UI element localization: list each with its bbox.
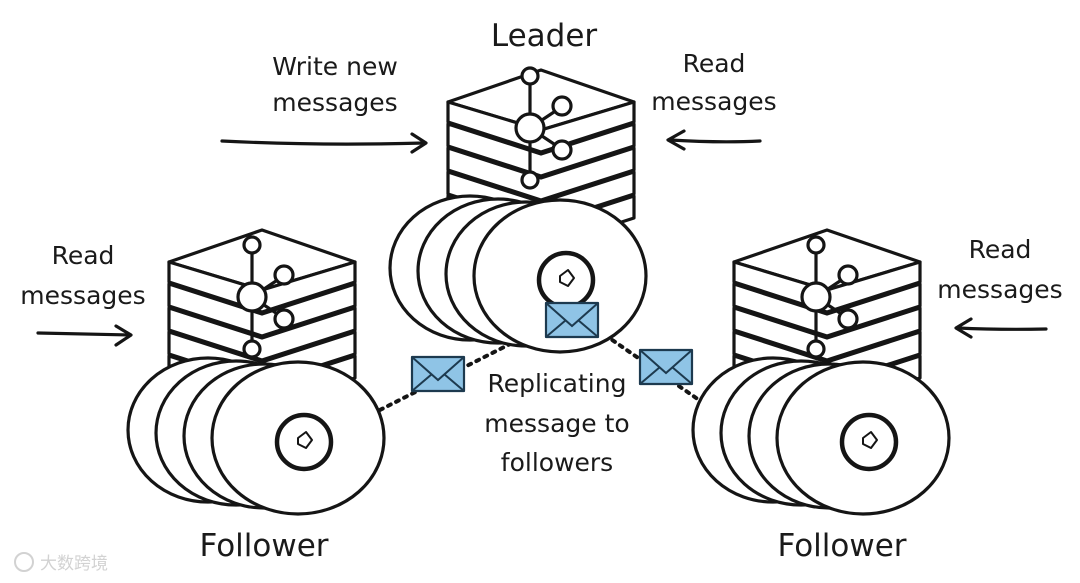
disk-stack-icon xyxy=(390,196,646,352)
leader-read-label-line2: messages xyxy=(651,87,776,116)
replicating-label-line3: followers xyxy=(501,448,613,477)
right-read-label-line1: Read xyxy=(969,235,1032,264)
replicating-label-line1: Replicating xyxy=(488,369,627,398)
watermark-logo-icon xyxy=(14,552,34,572)
follower-left-title: Follower xyxy=(199,528,328,564)
follower-right-title: Follower xyxy=(777,528,906,564)
write-label-line2: messages xyxy=(272,88,397,117)
envelope-icon xyxy=(638,348,694,386)
replication-link-left xyxy=(370,341,514,416)
follower-node-left xyxy=(128,228,384,514)
envelope-icon xyxy=(410,355,466,393)
disk-stack-icon xyxy=(128,358,384,514)
leader-read-label-line1: Read xyxy=(683,49,746,78)
right-read-label-line2: messages xyxy=(937,275,1062,304)
watermark-text: 大数跨境 xyxy=(40,554,108,574)
replicating-label-line2: message to xyxy=(484,409,629,438)
envelope-icon xyxy=(544,301,600,339)
watermark: 大数跨境 xyxy=(14,552,108,574)
write-arrow-icon xyxy=(220,132,428,154)
disk-stack-icon xyxy=(693,358,949,514)
left-read-label-line1: Read xyxy=(52,241,115,270)
follower-node-right xyxy=(693,228,949,514)
read-arrow-icon-leader xyxy=(666,129,762,151)
read-arrow-icon-left xyxy=(36,324,133,347)
leader-title: Leader xyxy=(491,18,598,54)
leader-node xyxy=(390,66,646,352)
left-read-label-line2: messages xyxy=(20,281,145,310)
read-arrow-icon-right xyxy=(954,317,1048,339)
write-label-line1: Write new xyxy=(272,52,398,81)
